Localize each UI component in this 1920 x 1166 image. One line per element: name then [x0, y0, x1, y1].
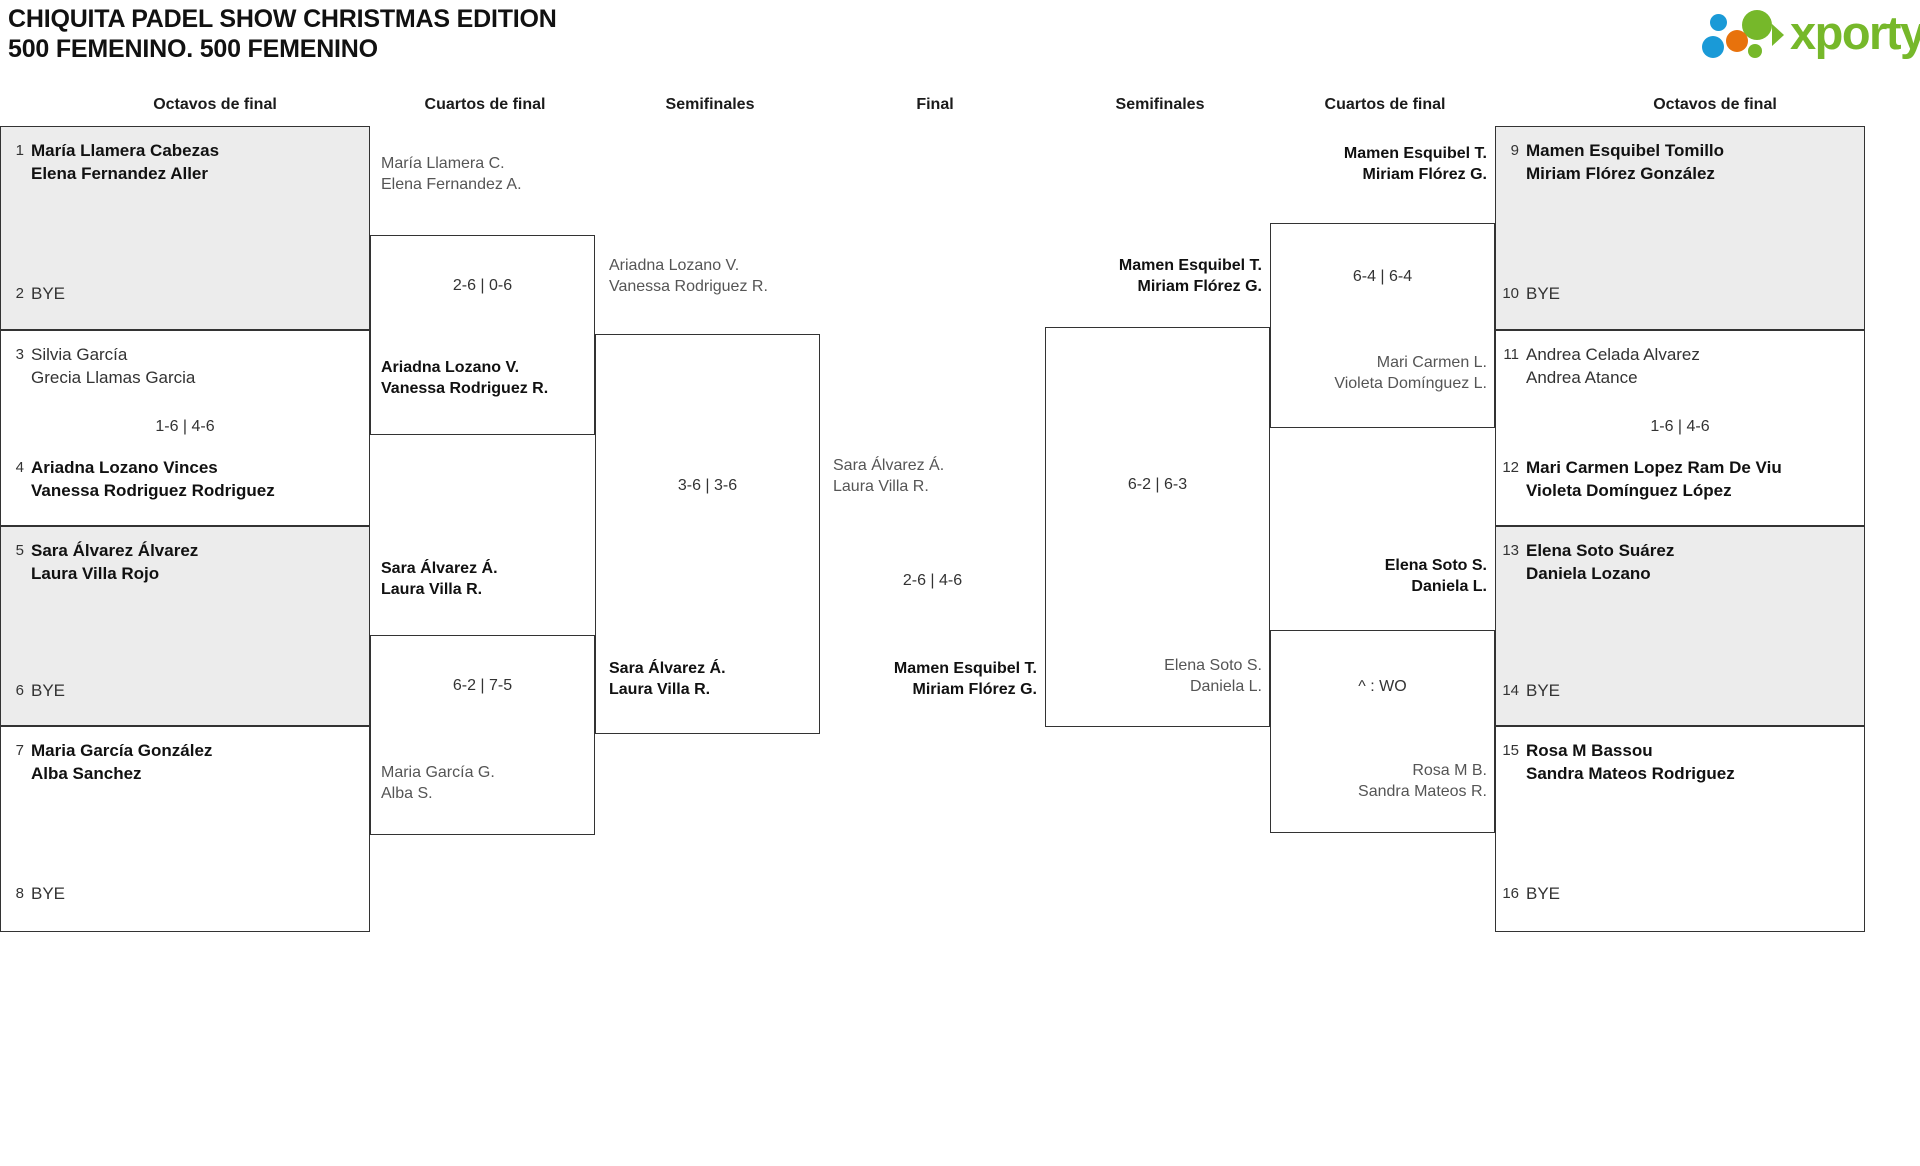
- final-right-player: Mamen Esquibel T. Miriam Flórez G.: [893, 660, 1037, 698]
- match-box-right-sf[interactable]: 6-2 | 6-3: [1045, 327, 1270, 727]
- seed-player-names: Mamen Esquibel Tomillo Miriam Flórez Gon…: [1526, 141, 1725, 183]
- qf2-bottom-player: Maria García G. Alba S.: [381, 764, 495, 802]
- seed-player-names: Sara Álvarez Álvarez Laura Villa Rojo: [31, 541, 199, 583]
- right-qf2-top-player: Elena Soto S. Daniela L.: [1384, 557, 1487, 595]
- seed-player-names: Andrea Celada Alvarez Andrea Atance: [1526, 345, 1700, 387]
- seed-player-names: Maria García González Alba Sanchez: [31, 741, 213, 783]
- seed-player-names: Silvia García Grecia Llamas Garcia: [31, 345, 196, 387]
- bye-label: BYE: [31, 884, 66, 903]
- seed-number: 8: [15, 885, 24, 902]
- tournament-title-line1: CHIQUITA PADEL SHOW CHRISTMAS EDITION: [8, 5, 557, 33]
- score-r16-match4: 1-6 | 4-6: [1650, 418, 1710, 435]
- seed-number: 4: [15, 459, 24, 476]
- match-box-left-qf1[interactable]: 2-6 | 0-6: [370, 235, 595, 435]
- qf1-bottom-player: Ariadna Lozano V. Vanessa Rodriguez R.: [381, 359, 549, 397]
- qf2-top-player: Sara Álvarez Á. Laura Villa R.: [381, 560, 498, 598]
- score-left-qf1: 2-6 | 0-6: [452, 277, 513, 294]
- score-left-sf: 3-6 | 3-6: [677, 477, 738, 494]
- match-box-left-sf[interactable]: 3-6 | 3-6: [595, 334, 820, 734]
- logo-dots-icon: [1700, 8, 1792, 60]
- seed-number: 16: [1502, 885, 1519, 902]
- sf-left-bottom-player: Sara Álvarez Á. Laura Villa R.: [609, 660, 726, 698]
- final-left-player: Sara Álvarez Á. Laura Villa R.: [833, 457, 945, 495]
- round-header-left-r16: Octavos de final: [153, 96, 277, 113]
- score-final: 2-6 | 4-6: [902, 572, 963, 589]
- seed-box-13-14[interactable]: 13 Elena Soto Suárez Daniela Lozano 14 B…: [1495, 526, 1865, 726]
- seed-player-names: Ariadna Lozano Vinces Vanessa Rodriguez …: [31, 458, 275, 500]
- seed-number: 11: [1503, 346, 1519, 363]
- seed-box-3-4[interactable]: 3 Silvia García Grecia Llamas Garcia 4 A…: [0, 330, 370, 526]
- round-header-right-qf: Cuartos de final: [1324, 96, 1446, 113]
- seed-number: 10: [1502, 285, 1519, 302]
- seed-number: 15: [1502, 742, 1519, 759]
- seed-player-names: Mari Carmen Lopez Ram De Viu Violeta Dom…: [1526, 458, 1782, 500]
- right-qf1-bottom-player: Mari Carmen L. Violeta Domínguez L.: [1334, 354, 1487, 392]
- seed-box-15-16[interactable]: 15 Rosa M Bassou Sandra Mateos Rodriguez…: [1495, 726, 1865, 932]
- seed-number: 3: [15, 346, 24, 363]
- right-qf1-top-player: Mamen Esquibel T. Miriam Flórez G.: [1343, 145, 1487, 183]
- match-box-right-qf2[interactable]: ^ : WO: [1270, 630, 1495, 833]
- bye-label: BYE: [31, 284, 66, 303]
- seed-player-names: Elena Soto Suárez Daniela Lozano: [1526, 541, 1675, 583]
- sf-right-top-player: Mamen Esquibel T. Miriam Flórez G.: [1118, 257, 1262, 295]
- seed-box-5-6[interactable]: 5 Sara Álvarez Álvarez Laura Villa Rojo …: [0, 526, 370, 726]
- bye-label: BYE: [1526, 681, 1561, 700]
- seed-number: 1: [15, 142, 24, 159]
- sf-right-bottom-player: Elena Soto S. Daniela L.: [1164, 657, 1262, 695]
- tournament-title-line2: 500 FEMENINO. 500 FEMENINO: [8, 35, 378, 63]
- round-header-left-qf: Cuartos de final: [424, 96, 546, 113]
- seed-number: 9: [1510, 142, 1519, 159]
- score-r16-match2: 1-6 | 4-6: [155, 418, 215, 435]
- seed-player-names: Rosa M Bassou Sandra Mateos Rodriguez: [1526, 741, 1735, 783]
- seed-number: 2: [15, 285, 24, 302]
- seed-box-9-10[interactable]: 9 Mamen Esquibel Tomillo Miriam Flórez G…: [1495, 126, 1865, 330]
- xporty-logo[interactable]: xporty: [1700, 7, 1920, 60]
- right-qf2-bottom-player: Rosa M B. Sandra Mateos R.: [1358, 762, 1487, 800]
- round-header-right-r16: Octavos de final: [1653, 96, 1777, 113]
- seed-number: 13: [1502, 542, 1519, 559]
- seed-number: 5: [15, 542, 24, 559]
- bye-label: BYE: [1526, 884, 1561, 903]
- score-left-qf2: 6-2 | 7-5: [452, 677, 513, 694]
- bye-label: BYE: [1526, 284, 1561, 303]
- seed-box-7-8[interactable]: 7 Maria García González Alba Sanchez 8 B…: [0, 726, 370, 932]
- seed-number: 14: [1502, 682, 1519, 699]
- bye-label: BYE: [31, 681, 66, 700]
- round-header-right-sf: Semifinales: [1115, 96, 1205, 113]
- seed-box-11-12[interactable]: 11 Andrea Celada Alvarez Andrea Atance 1…: [1495, 330, 1865, 526]
- round-header-left-sf: Semifinales: [665, 96, 755, 113]
- seed-box-1-2[interactable]: 1 María Llamera Cabezas Elena Fernandez …: [0, 126, 370, 330]
- seed-number: 6: [15, 682, 24, 699]
- page-title: CHIQUITA PADEL SHOW CHRISTMAS EDITION 50…: [8, 4, 557, 64]
- score-right-sf: 6-2 | 6-3: [1127, 476, 1188, 493]
- score-right-qf1: 6-4 | 6-4: [1352, 268, 1413, 285]
- seed-number: 12: [1502, 459, 1519, 476]
- sf-left-top-player: Ariadna Lozano V. Vanessa Rodriguez R.: [609, 257, 768, 295]
- logo-wordmark: xporty: [1790, 6, 1920, 59]
- seed-player-names: María Llamera Cabezas Elena Fernandez Al…: [31, 141, 220, 183]
- match-box-left-qf2[interactable]: 6-2 | 7-5: [370, 635, 595, 835]
- round-header-final: Final: [916, 96, 954, 113]
- score-right-qf2: ^ : WO: [1358, 678, 1407, 695]
- qf1-top-player: María Llamera C. Elena Fernandez A.: [381, 155, 522, 193]
- seed-number: 7: [15, 742, 24, 759]
- match-box-right-qf1[interactable]: 6-4 | 6-4: [1270, 223, 1495, 428]
